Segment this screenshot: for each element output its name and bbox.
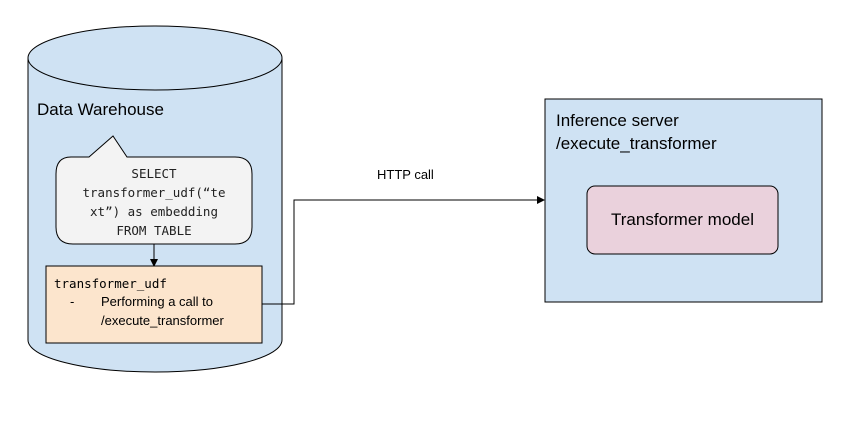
transformer-model-box <box>586 185 779 255</box>
http-call-label: HTTP call <box>377 167 434 182</box>
sql-line: SELECT <box>131 166 177 181</box>
server-endpoint: /execute_transformer <box>556 134 717 153</box>
sql-query-text: SELECT transformer_udf(“te xt”) as embed… <box>56 160 252 244</box>
udf-description-line: Performing a call to <box>101 294 213 309</box>
server-title: Inference server <box>556 111 679 130</box>
udf-bullet: - <box>70 294 75 309</box>
warehouse-title: Data Warehouse <box>37 100 164 119</box>
sql-line: transformer_udf(“te <box>82 185 226 200</box>
sql-line: FROM TABLE <box>116 223 192 238</box>
sql-line: xt”) as embedding <box>90 204 218 219</box>
udf-box <box>45 265 263 344</box>
udf-description-line: /execute_transformer <box>101 313 224 328</box>
transformer-model-label: Transformer model <box>611 210 754 229</box>
sql-callout-bubble <box>55 135 253 245</box>
http-call-arrow <box>262 196 545 305</box>
udf-title: transformer_udf <box>54 276 167 291</box>
